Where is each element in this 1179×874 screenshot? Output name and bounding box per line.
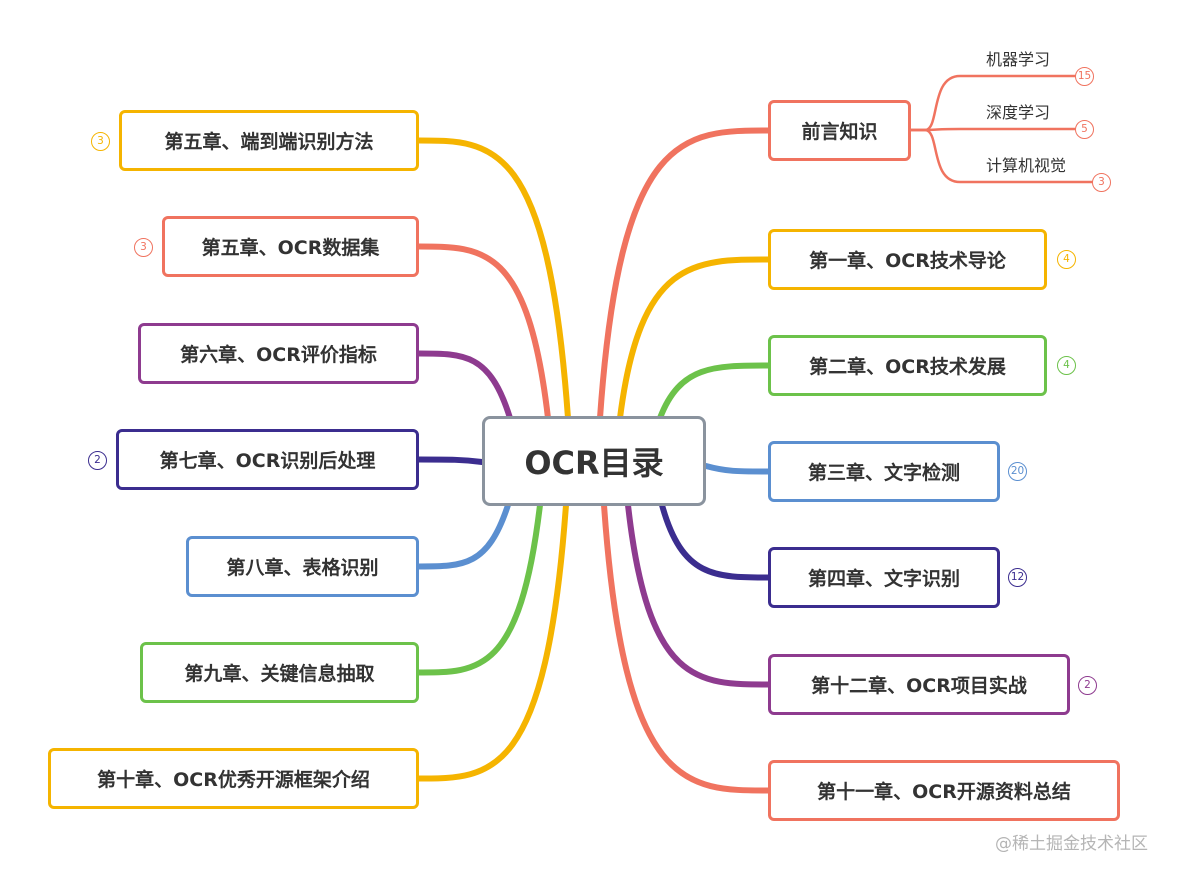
collapsed-count-badge[interactable]: 20 — [1008, 462, 1027, 481]
topic-preface-knowledge[interactable]: 前言知识 — [768, 100, 911, 161]
topic-label: 前言知识 — [801, 121, 878, 143]
topic-label: 第五章、端到端识别方法 — [164, 131, 374, 153]
branch-connector — [617, 256, 771, 421]
branch-connector — [597, 127, 771, 421]
branch-connector — [416, 137, 571, 421]
branch-connector — [657, 362, 771, 421]
branch-connector — [659, 502, 771, 581]
topic-chapter-7[interactable]: 第七章、OCR识别后处理 — [116, 429, 419, 490]
subtopic-machine-learning[interactable]: 机器学习 — [986, 50, 1051, 69]
collapsed-count-badge[interactable]: 3 — [91, 132, 110, 151]
topic-label: 第三章、文字检测 — [807, 462, 960, 484]
subtopic-computer-vision[interactable]: 计算机视觉 — [986, 156, 1067, 175]
topic-chapter-1[interactable]: 第一章、OCR技术导论 — [768, 229, 1047, 290]
branch-connector — [625, 502, 771, 688]
branch-connector — [416, 350, 513, 421]
branch-connector — [416, 502, 543, 676]
branch-connector — [416, 502, 569, 782]
branch-connector — [416, 243, 551, 421]
topic-chapter-3[interactable]: 第三章、文字检测 — [768, 441, 1000, 502]
topic-chapter-9[interactable]: 第九章、关键信息抽取 — [140, 642, 419, 703]
topic-label: 第六章、OCR评价指标 — [180, 344, 377, 366]
collapsed-count-badge[interactable]: 3 — [1092, 173, 1111, 192]
topic-label: 第十章、OCR优秀开源框架介绍 — [97, 769, 370, 791]
central-topic-node[interactable]: OCR目录 — [482, 416, 706, 506]
collapsed-count-badge[interactable]: 15 — [1075, 67, 1094, 86]
central-topic-label: OCR目录 — [524, 444, 664, 482]
topic-label: 第十一章、OCR开源资料总结 — [817, 781, 1071, 803]
topic-chapter-2[interactable]: 第二章、OCR技术发展 — [768, 335, 1047, 396]
subtopic-connector — [909, 128, 1094, 184]
topic-chapter-5-end-to-end[interactable]: 第五章、端到端识别方法 — [119, 110, 419, 171]
topic-chapter-5-datasets[interactable]: 第五章、OCR数据集 — [162, 216, 419, 277]
collapsed-count-badge[interactable]: 4 — [1057, 250, 1076, 269]
collapsed-count-badge[interactable]: 2 — [1078, 676, 1097, 695]
collapsed-count-badge[interactable]: 4 — [1057, 356, 1076, 375]
collapsed-count-badge[interactable]: 3 — [134, 238, 153, 257]
branch-connector — [601, 502, 771, 794]
topic-chapter-6[interactable]: 第六章、OCR评价指标 — [138, 323, 419, 384]
collapsed-count-badge[interactable]: 2 — [88, 451, 107, 470]
topic-label: 第五章、OCR数据集 — [201, 237, 380, 259]
branch-connector — [703, 463, 771, 475]
branch-connector — [416, 502, 511, 570]
branch-connector — [416, 456, 485, 465]
topic-label: 第四章、文字识别 — [807, 568, 960, 590]
subtopic-connector — [909, 127, 1077, 132]
topic-label: 第二章、OCR技术发展 — [809, 356, 1006, 378]
topic-label: 第七章、OCR识别后处理 — [159, 450, 376, 472]
topic-label: 第九章、关键信息抽取 — [184, 663, 375, 685]
collapsed-count-badge[interactable]: 12 — [1008, 568, 1027, 587]
topic-label: 第八章、表格识别 — [226, 557, 379, 579]
collapsed-count-badge[interactable]: 5 — [1075, 120, 1094, 139]
topic-label: 第十二章、OCR项目实战 — [811, 675, 1027, 697]
topic-chapter-4[interactable]: 第四章、文字识别 — [768, 547, 1000, 608]
topic-chapter-11[interactable]: 第十一章、OCR开源资料总结 — [768, 760, 1120, 821]
subtopic-deep-learning[interactable]: 深度学习 — [986, 103, 1051, 122]
topic-chapter-12[interactable]: 第十二章、OCR项目实战 — [768, 654, 1070, 715]
topic-chapter-8[interactable]: 第八章、表格识别 — [186, 536, 419, 597]
watermark-text: @稀土掘金技术社区 — [995, 834, 1148, 854]
topic-label: 第一章、OCR技术导论 — [809, 250, 1006, 272]
topic-chapter-10[interactable]: 第十章、OCR优秀开源框架介绍 — [48, 748, 419, 809]
